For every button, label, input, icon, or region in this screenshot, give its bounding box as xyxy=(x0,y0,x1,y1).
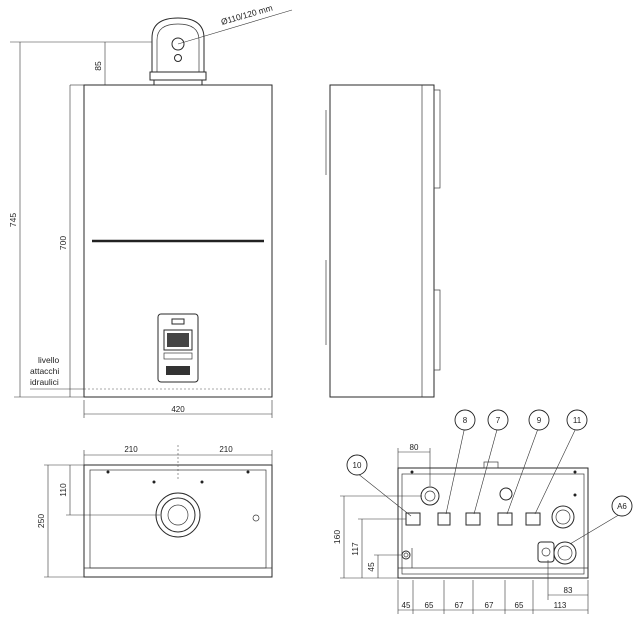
dim-bottom-flue-offset: 110 xyxy=(58,483,68,497)
fitting-11 xyxy=(525,512,541,526)
dim-conn-d4: 67 xyxy=(485,601,494,610)
boiler-front-body xyxy=(83,84,273,398)
connections-view: 8 7 9 11 10 A6 80 160 117 45 xyxy=(332,409,633,614)
dim-width: 420 xyxy=(171,405,185,414)
dim-conn-h2: 117 xyxy=(350,542,360,556)
dim-conn-h1: 160 xyxy=(332,530,342,544)
dim-bottom-half-right: 210 xyxy=(219,445,233,454)
fitting-9 xyxy=(497,512,513,526)
dim-body-height: 700 xyxy=(58,236,68,250)
fitting-7 xyxy=(465,512,481,526)
dim-conn-d6: 113 xyxy=(554,601,567,610)
dim-conn-d1: 45 xyxy=(402,601,411,610)
front-view: 85 Ø110/120 mm 745 700 livello attacchi … xyxy=(8,3,293,418)
dim-bottom-half-left: 210 xyxy=(124,445,138,454)
dim-conn-h3: 45 xyxy=(366,562,376,572)
dim-conn-d3: 67 xyxy=(455,601,464,610)
dim-conn-top: 80 xyxy=(410,443,419,452)
dim-conn-d2: 65 xyxy=(425,601,434,610)
callout-9: 9 xyxy=(537,416,542,425)
level-label-1: livello xyxy=(38,355,60,365)
callout-7: 7 xyxy=(496,416,501,425)
dim-bottom-depth: 250 xyxy=(36,514,46,528)
fitting-10 xyxy=(405,512,421,526)
dim-total-height: 745 xyxy=(8,213,18,227)
dim-flue-height: 85 xyxy=(93,61,103,71)
callout-8: 8 xyxy=(463,416,468,425)
level-label-2: attacchi xyxy=(30,366,59,376)
bottom-view: 210 210 250 110 xyxy=(36,445,273,578)
dim-conn-d5: 65 xyxy=(515,601,524,610)
flue-terminal xyxy=(149,17,207,86)
side-view xyxy=(325,84,441,398)
callout-11: 11 xyxy=(573,416,582,425)
dim-conn-d7: 83 xyxy=(564,586,573,595)
level-label-3: idraulici xyxy=(30,377,59,387)
callout-a6: A6 xyxy=(617,502,627,511)
callout-10: 10 xyxy=(353,461,362,470)
fitting-8 xyxy=(437,512,451,526)
control-panel xyxy=(157,313,199,383)
